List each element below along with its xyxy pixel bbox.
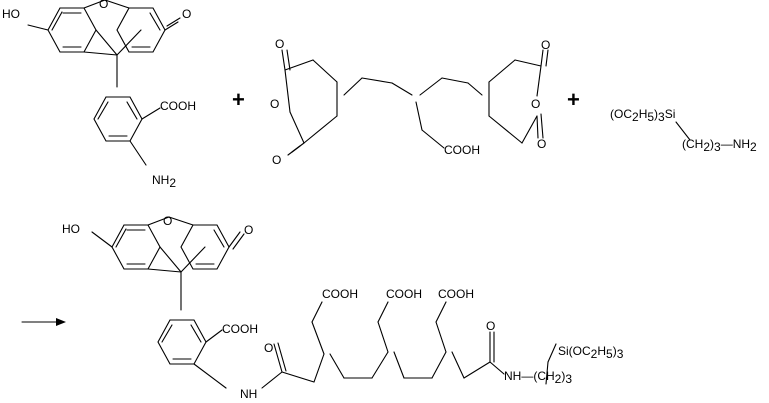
product-amide-oxygen-label: O xyxy=(264,341,273,355)
anhydride-oxygen-label: O xyxy=(537,137,546,151)
hydroxyl-label: HO xyxy=(2,7,20,21)
silane-ethoxy-label: (OC2H5)3Si xyxy=(610,107,675,124)
product-carboxyl-label: COOH xyxy=(438,287,474,301)
anhydride-oxygen-label: O xyxy=(531,97,540,111)
product-silyl-label: Si(OC2H5)3 xyxy=(558,344,624,361)
reaction-arrow xyxy=(21,318,66,326)
right-anhydride-ring xyxy=(488,49,549,144)
product-conjugate: HO O O COOH O NH COOH COOH COOH O Si(OC2… xyxy=(62,214,624,401)
product-xanthene-left-ring xyxy=(111,224,161,270)
plus-sign-2: + xyxy=(567,87,580,112)
ring-oxygen-label: O xyxy=(99,0,108,11)
xanthene-right-ring xyxy=(116,7,166,53)
ethylene-linker xyxy=(343,77,483,149)
carboxyl-label: COOH xyxy=(160,99,196,113)
product-amide-nh-label: NH xyxy=(240,387,257,401)
product-xanthene-central-ring xyxy=(147,216,206,273)
product-amide-oxygen-label: O xyxy=(486,319,495,333)
anhydride-oxygen-label: O xyxy=(275,37,284,51)
left-anhydride-ring xyxy=(281,49,338,156)
pendant-benzene-ring xyxy=(93,96,143,142)
reactant-aminopropyl-silane: (OC2H5)3Si (CH2)3—NH2 xyxy=(610,107,757,154)
reactant-aminofluorescein: HO O O COOH NH2 xyxy=(2,0,196,190)
product-propyl-chain-label: NH—(CH2)3 xyxy=(504,369,572,386)
propyl-chain-label: (CH2)3—NH2 xyxy=(682,137,757,154)
xanthene-central-ring xyxy=(83,0,142,56)
plus-sign-1: + xyxy=(232,87,245,112)
anhydride-oxygen-label: O xyxy=(541,38,550,52)
anhydride-oxygen-label: O xyxy=(270,97,279,111)
product-dtpa-backbone xyxy=(261,301,557,389)
product-carboxyl-label: COOH xyxy=(322,287,358,301)
carboxyl-label: COOH xyxy=(444,143,480,157)
reactant-dtpa-bisanhydride: O O O NH COOH O O O xyxy=(270,37,550,167)
product-carboxyl-label: COOH xyxy=(386,287,422,301)
amine-label: NH2 xyxy=(152,173,176,190)
product-carbonyl-oxygen-label: O xyxy=(244,223,253,237)
product-hydroxyl-label: HO xyxy=(62,222,80,236)
product-pendant-benzene-ring xyxy=(157,319,207,365)
xanthene-left-ring xyxy=(47,7,97,53)
anhydride-oxygen-label: O xyxy=(272,153,281,167)
product-carboxyl-label: COOH xyxy=(222,322,258,336)
product-xanthene-right-ring xyxy=(180,224,230,270)
product-ring-oxygen-label: O xyxy=(163,214,172,228)
carbonyl-oxygen-label: O xyxy=(182,7,191,21)
